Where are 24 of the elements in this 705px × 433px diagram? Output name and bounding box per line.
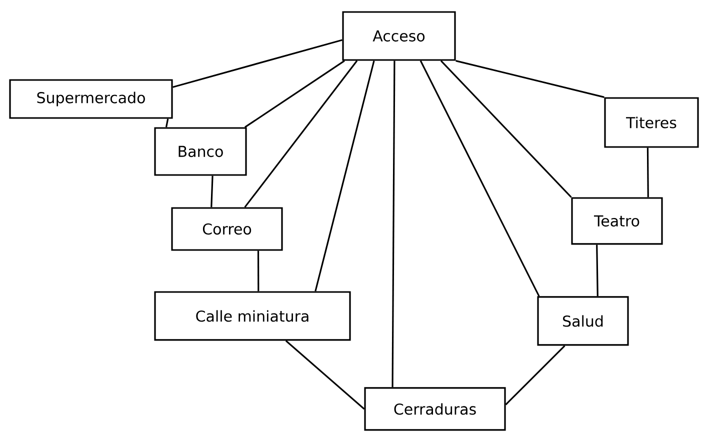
connector-line	[257, 250, 260, 292]
place-box: Titeres	[604, 97, 699, 148]
connector-line	[440, 60, 572, 198]
connector-line	[244, 60, 358, 208]
connector-line	[596, 244, 598, 296]
connector-line	[285, 340, 365, 410]
place-box: Cerraduras	[364, 387, 506, 431]
connector-line	[165, 118, 169, 128]
connector-line	[646, 148, 649, 198]
connector-line	[420, 60, 540, 297]
connector-line	[505, 345, 566, 406]
place-box: Acceso	[342, 11, 456, 61]
place-box: Salud	[537, 296, 629, 346]
connector-line	[314, 60, 375, 292]
place-box: Correo	[171, 207, 283, 251]
connector-line	[244, 60, 345, 128]
connector-line	[456, 60, 604, 98]
place-box: Banco	[154, 127, 247, 176]
place-box: Calle miniatura	[154, 291, 351, 341]
place-box: Teatro	[571, 197, 663, 245]
place-box: Supermercado	[9, 79, 173, 119]
connector-line	[210, 176, 214, 208]
connector-line	[172, 39, 342, 88]
connector-line	[392, 60, 396, 388]
